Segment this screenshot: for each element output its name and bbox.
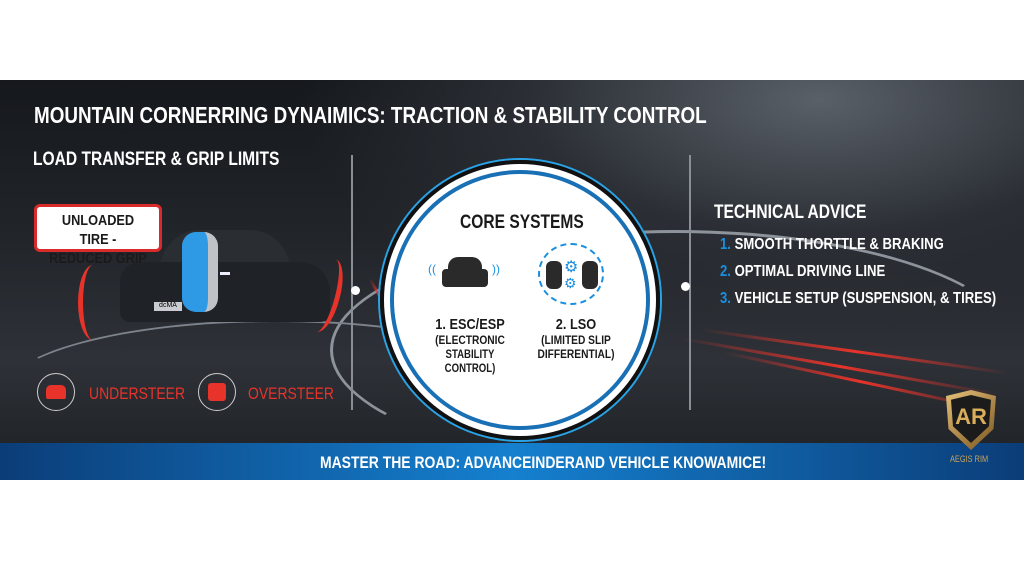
core-systems-circle bbox=[390, 170, 650, 430]
understeer-icon bbox=[37, 373, 75, 411]
understeer-label: UNDERSTEER bbox=[89, 384, 186, 403]
lsd-gears-icon: ⚙ ⚙ bbox=[538, 243, 604, 305]
footer-tagline: MASTER THE ROAD: ADVANCEINDERAND VEHICLE… bbox=[320, 453, 767, 472]
oversteer-icon bbox=[198, 373, 236, 411]
advice-number: 3. bbox=[720, 290, 731, 307]
advice-text: SMOOTH THORTTLE & BRAKING bbox=[734, 236, 944, 253]
system-lsd: 2. LSO (LIMITED SLIP DIFFERENTIAL) bbox=[528, 316, 624, 361]
advice-number: 2. bbox=[720, 263, 731, 280]
system-label: 1. ESC/ESP bbox=[435, 316, 505, 333]
advice-text: OPTIMAL DRIVING LINE bbox=[734, 263, 886, 280]
logo-letters: AR bbox=[951, 395, 991, 443]
car-image: dcMA bbox=[120, 230, 330, 330]
footer-bar: MASTER THE ROAD: ADVANCEINDERAND VEHICLE… bbox=[0, 443, 1024, 480]
advice-item: 3. VEHICLE SETUP (SUSPENSION, & TIRES) bbox=[720, 290, 996, 308]
system-label: (ELECTRONIC bbox=[435, 333, 505, 347]
advice-number: 1. bbox=[720, 236, 731, 253]
system-label: 2. LSO bbox=[555, 316, 597, 333]
advice-item: 1. SMOOTH THORTTLE & BRAKING bbox=[720, 236, 944, 254]
divider bbox=[351, 155, 353, 410]
connector-dot bbox=[351, 286, 360, 295]
aegis-rim-logo: AR bbox=[946, 390, 996, 450]
page-title: MOUNTAIN CORNERRING DYNAIMICS: TRACTION … bbox=[34, 102, 707, 128]
connector-dot bbox=[681, 282, 690, 291]
tire-highlight-icon bbox=[182, 232, 218, 312]
core-systems-heading: CORE SYSTEMS bbox=[460, 212, 584, 233]
callout-unloaded-tire: UNLOADED TIRE - REDUCED GRIP bbox=[34, 204, 162, 267]
callout-line: UNLOADED TIRE - bbox=[61, 212, 135, 248]
section-heading-load-transfer: LOAD TRANSFER & GRIP LIMITS bbox=[33, 149, 280, 170]
esc-car-icon: (( )) bbox=[428, 257, 500, 293]
infographic-banner: MOUNTAIN CORNERRING DYNAIMICS: TRACTION … bbox=[0, 80, 1024, 480]
logo-text: AEGIS RIM bbox=[950, 454, 989, 464]
advice-item: 2. OPTIMAL DRIVING LINE bbox=[720, 263, 885, 281]
divider bbox=[689, 155, 691, 410]
circle-outer-ring bbox=[378, 158, 662, 442]
curved-arrow-icon bbox=[78, 265, 108, 340]
system-label: (LIMITED SLIP bbox=[541, 333, 611, 347]
system-esc: 1. ESC/ESP (ELECTRONIC STABILITY CONTROL… bbox=[412, 316, 528, 375]
technical-advice-heading: TECHNICAL ADVICE bbox=[714, 202, 867, 223]
license-plate: dcMA bbox=[154, 302, 182, 311]
system-label: STABILITY CONTROL) bbox=[444, 347, 496, 375]
advice-text: VEHICLE SETUP (SUSPENSION, & TIRES) bbox=[734, 290, 997, 307]
callout-line: REDUCED GRIP bbox=[49, 250, 147, 267]
system-label: DIFFERENTIAL) bbox=[537, 347, 615, 361]
oversteer-label: OVERSTEER bbox=[248, 384, 334, 403]
